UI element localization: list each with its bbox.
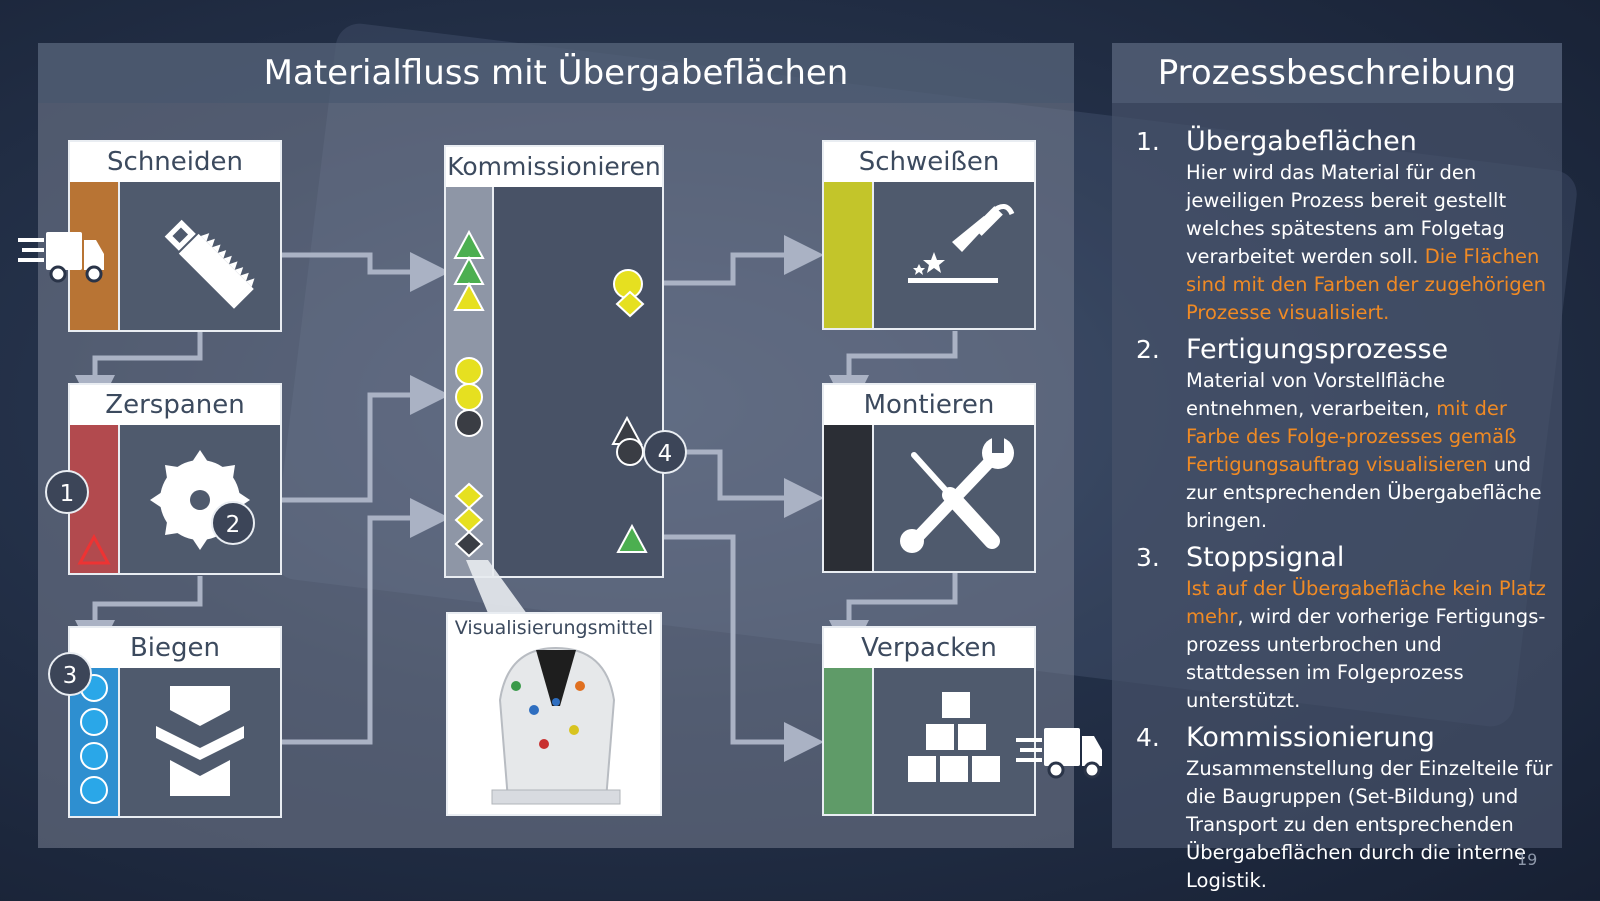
visualisierungsmittel-label: Visualisierungsmittel bbox=[454, 617, 654, 639]
press-brake-icon bbox=[118, 668, 280, 816]
saw-icon bbox=[118, 182, 280, 330]
step-1-number: 1. bbox=[1136, 127, 1160, 156]
step-1-title: Übergabeflächen bbox=[1186, 126, 1417, 157]
step-3: 3. Stoppsignal Ist auf der Übergabefläch… bbox=[1126, 541, 1556, 715]
step-2-number: 2. bbox=[1136, 335, 1160, 364]
welding-torch-icon bbox=[872, 182, 1034, 328]
step-2-text-b: und zur entsprechenden Übergabefläche br… bbox=[1186, 453, 1542, 532]
step-1: 1. Übergabeflächen Hier wird das Materia… bbox=[1126, 125, 1556, 327]
step-2-body: Material von Vorstellfläche entnehmen, v… bbox=[1186, 367, 1556, 535]
step-2-text-a: Material von Vorstellfläche entnehmen, v… bbox=[1186, 369, 1446, 420]
main-title: Materialfluss mit Übergabeflächen bbox=[263, 53, 849, 93]
slide-number: 19 bbox=[1517, 850, 1538, 869]
step-list: 1. Übergabeflächen Hier wird das Materia… bbox=[1126, 125, 1556, 901]
side-title: Prozessbeschreibung bbox=[1157, 53, 1517, 93]
kommissionieren-area bbox=[492, 187, 662, 576]
marker-1: 1 bbox=[45, 470, 89, 514]
step-3-number: 3. bbox=[1136, 543, 1160, 572]
schweissen-label: Schweißen bbox=[824, 142, 1034, 182]
biegen-color-strip bbox=[70, 668, 118, 816]
step-2-title: Fertigungsprozesse bbox=[1186, 334, 1449, 365]
process-schweissen: Schweißen bbox=[822, 140, 1036, 330]
verpacken-color-strip bbox=[824, 668, 872, 814]
signal-board-icon bbox=[491, 646, 621, 805]
marker-3: 3 bbox=[48, 652, 92, 696]
boxes-icon bbox=[872, 668, 1034, 814]
prozessbeschreibung-panel: Prozessbeschreibung 1. Übergabeflächen H… bbox=[1112, 43, 1562, 892]
main-header bbox=[38, 43, 1074, 103]
verpacken-label: Verpacken bbox=[824, 628, 1034, 668]
tools-icon bbox=[872, 425, 1034, 571]
marker-4: 4 bbox=[643, 430, 687, 474]
kommissionieren-label: Kommissionieren bbox=[446, 147, 662, 187]
step-1-text: Hier wird das Material für den jeweilige… bbox=[1186, 161, 1507, 268]
step-3-title: Stoppsignal bbox=[1186, 542, 1345, 573]
marker-2: 2 bbox=[211, 501, 255, 545]
step-3-highlight: Ist auf der Übergabefläche kein Platz me… bbox=[1186, 577, 1546, 628]
truck-out-icon bbox=[1016, 728, 1102, 779]
side-header bbox=[1112, 43, 1562, 103]
step-4-number: 4. bbox=[1136, 723, 1160, 752]
truck-in-icon bbox=[18, 232, 104, 283]
schweissen-color-strip bbox=[824, 182, 872, 328]
step-2-highlight: mit der Farbe des Folge-prozesses gemäß … bbox=[1186, 397, 1517, 476]
process-biegen: Biegen bbox=[68, 626, 282, 818]
process-kommissionieren: Kommissionieren bbox=[444, 145, 664, 578]
process-verpacken: Verpacken bbox=[822, 626, 1036, 816]
zerspanen-label: Zerspanen bbox=[70, 385, 280, 425]
visualisierungsmittel-photo: Visualisierungsmittel bbox=[446, 612, 662, 816]
red-triangle-marker bbox=[77, 533, 111, 565]
step-1-highlight: Die Flächen sind mit den Farben der zuge… bbox=[1186, 245, 1547, 324]
process-schneiden: Schneiden bbox=[68, 140, 282, 332]
biegen-label: Biegen bbox=[70, 628, 280, 668]
schneiden-label: Schneiden bbox=[70, 142, 280, 182]
montieren-label: Montieren bbox=[824, 385, 1034, 425]
step-4-title: Kommissionierung bbox=[1186, 722, 1435, 753]
montieren-color-strip bbox=[824, 425, 872, 571]
step-3-text: , wird der vorherige Fertigungs-prozess … bbox=[1186, 605, 1546, 712]
step-4: 4. Kommissionierung Zusammenstellung der… bbox=[1126, 721, 1556, 895]
process-montieren: Montieren bbox=[822, 383, 1036, 573]
step-1-body: Hier wird das Material für den jeweilige… bbox=[1186, 159, 1556, 327]
step-2: 2. Fertigungsprozesse Material von Vorst… bbox=[1126, 333, 1556, 535]
step-3-body: Ist auf der Übergabefläche kein Platz me… bbox=[1186, 575, 1556, 715]
step-4-text: Zusammenstellung der Einzelteile für die… bbox=[1186, 757, 1553, 892]
